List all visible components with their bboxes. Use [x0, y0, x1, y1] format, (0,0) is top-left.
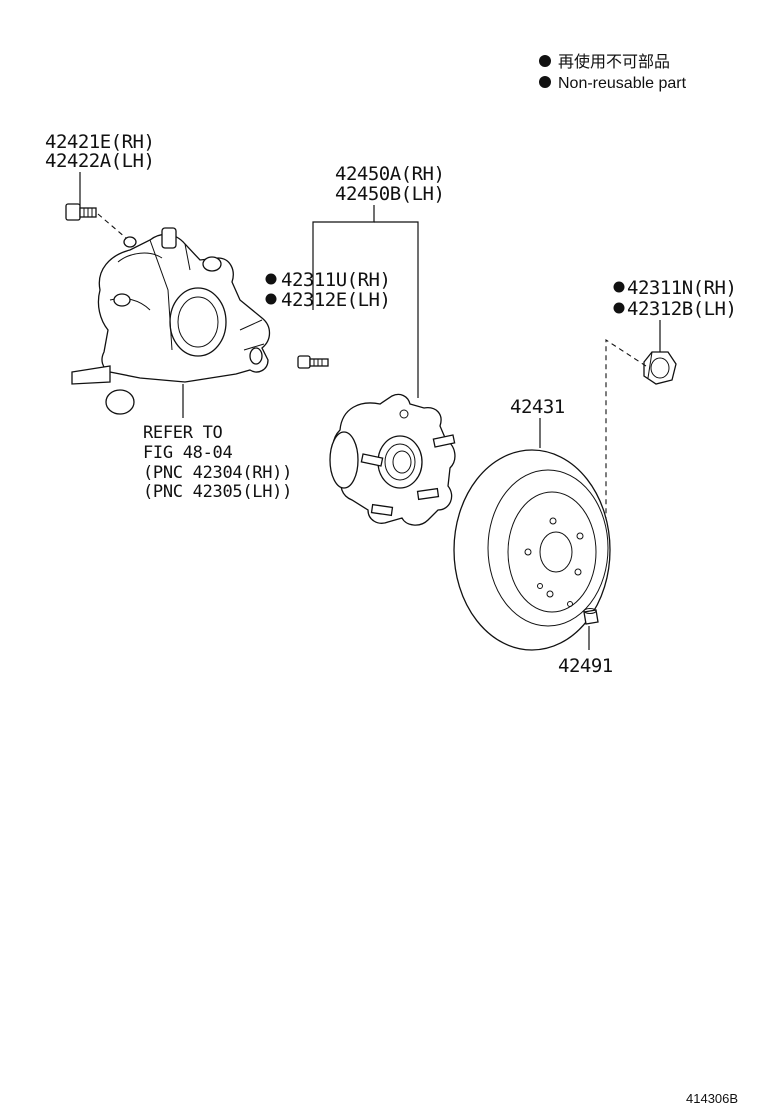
brake-disc[interactable] [453, 449, 611, 651]
label-hub-bolt-rh[interactable]: 42311U(RH) [281, 269, 391, 291]
label-disc[interactable]: 42431 [510, 396, 565, 418]
legend: 再使用不可部品 Non-reusable part [539, 53, 687, 92]
non-reusable-dot-icon [265, 273, 277, 285]
non-reusable-dot-icon [539, 55, 551, 67]
label-hub-lh[interactable]: 42450B(LH) [335, 183, 445, 205]
refer-line-3[interactable]: (PNC 42304(RH)) [143, 463, 292, 483]
disc-plug[interactable] [583, 608, 599, 625]
label-nut-lh[interactable]: 42312B(LH) [627, 298, 737, 320]
label-hub-rh[interactable]: 42450A(RH) [335, 163, 445, 185]
legend-japanese: 再使用不可部品 [558, 53, 670, 71]
steering-knuckle [71, 227, 271, 415]
hub-bolt[interactable] [297, 355, 329, 369]
non-reusable-dot-icon [613, 302, 625, 314]
non-reusable-dot-icon [265, 293, 277, 305]
refer-line-1[interactable]: REFER TO [143, 423, 223, 443]
label-bolt-rh[interactable]: 42421E(RH) [45, 131, 155, 153]
axle-hub-assembly[interactable] [329, 393, 456, 526]
label-plug[interactable]: 42491 [558, 655, 613, 677]
legend-english: Non-reusable part [558, 75, 687, 92]
refer-line-2[interactable]: FIG 48-04 [143, 443, 233, 463]
non-reusable-dot-icon [613, 281, 625, 293]
diagram-code: 414306B [686, 1091, 738, 1106]
knuckle-bolt[interactable] [65, 203, 97, 221]
refer-line-4[interactable]: (PNC 42305(LH)) [143, 482, 292, 502]
hub-nut[interactable] [643, 351, 677, 385]
label-bolt-lh[interactable]: 42422A(LH) [45, 150, 155, 172]
label-hub-bolt-lh[interactable]: 42312E(LH) [281, 289, 391, 311]
non-reusable-dot-icon [539, 76, 551, 88]
label-nut-rh[interactable]: 42311N(RH) [627, 277, 737, 299]
